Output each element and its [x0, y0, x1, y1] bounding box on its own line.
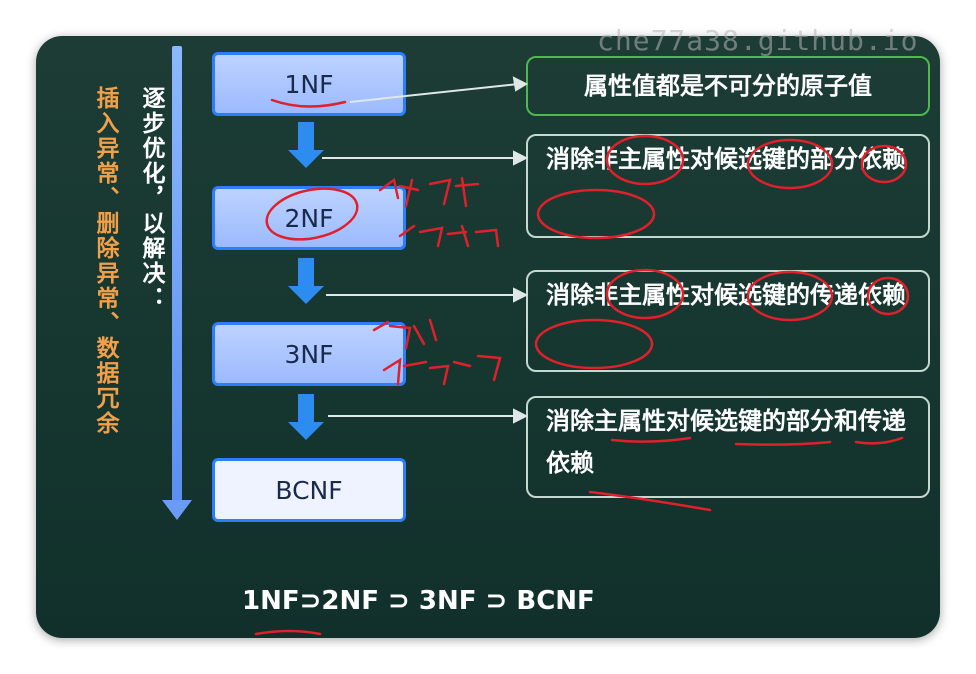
- circle-2nf: [265, 187, 359, 241]
- underline-rule4-d: [588, 490, 712, 512]
- slide-board: 插入异常、删除异常、数据冗余 逐步优化，以解决：: [36, 36, 940, 638]
- down-arrow-3: [298, 394, 314, 422]
- down-arrow-1: [298, 122, 314, 150]
- connector-1nf-head: [512, 76, 529, 92]
- scribble-3nf-1: [372, 318, 438, 350]
- circle-rule2-b: [746, 138, 834, 190]
- progress-arrow-shaft: [172, 46, 182, 506]
- underline-rule4-a: [610, 436, 692, 443]
- scribble-2nf-1: [378, 176, 480, 208]
- connector-3nf-head: [513, 287, 529, 303]
- underline-formula: [254, 629, 322, 636]
- form-box-3nf: 3NF: [212, 322, 406, 386]
- inclusion-formula: 1NF⊃2NF ⊃ 3NF ⊃ BCNF: [242, 586, 595, 616]
- connector-2nf-head: [513, 150, 529, 166]
- progress-arrow-head: [162, 500, 192, 520]
- circle-rule2-d: [536, 188, 656, 240]
- watermark: che77a38.github.io: [597, 24, 919, 57]
- circle-rule3-d: [534, 318, 654, 370]
- underline-rule4-c: [854, 436, 904, 445]
- side-note: 插入异常、删除异常、数据冗余: [92, 86, 118, 436]
- rule-bcnf: 消除主属性对候选键的部分和传递依赖: [526, 396, 930, 498]
- scribble-3nf-2: [382, 354, 502, 386]
- form-box-bcnf: BCNF: [212, 458, 406, 522]
- circle-rule2-a: [605, 134, 685, 186]
- down-arrow-2: [298, 258, 314, 286]
- circle-rule3-c: [866, 276, 910, 316]
- connector-1nf: [349, 83, 519, 103]
- circle-rule3-b: [746, 270, 834, 322]
- scribble-2nf-2: [398, 224, 500, 248]
- underline-1nf: [270, 98, 347, 108]
- step-note: 逐步优化，以解决：: [138, 86, 164, 311]
- circle-rule3-a: [605, 268, 685, 320]
- down-arrow-head-2: [288, 286, 324, 304]
- connector-bcnf-head: [513, 408, 529, 424]
- down-arrow-head-3: [288, 422, 324, 440]
- circle-rule2-c: [860, 144, 908, 184]
- rule-1nf: 属性值都是不可分的原子值: [526, 56, 930, 116]
- down-arrow-head-1: [288, 150, 324, 168]
- underline-rule4-b: [734, 440, 832, 446]
